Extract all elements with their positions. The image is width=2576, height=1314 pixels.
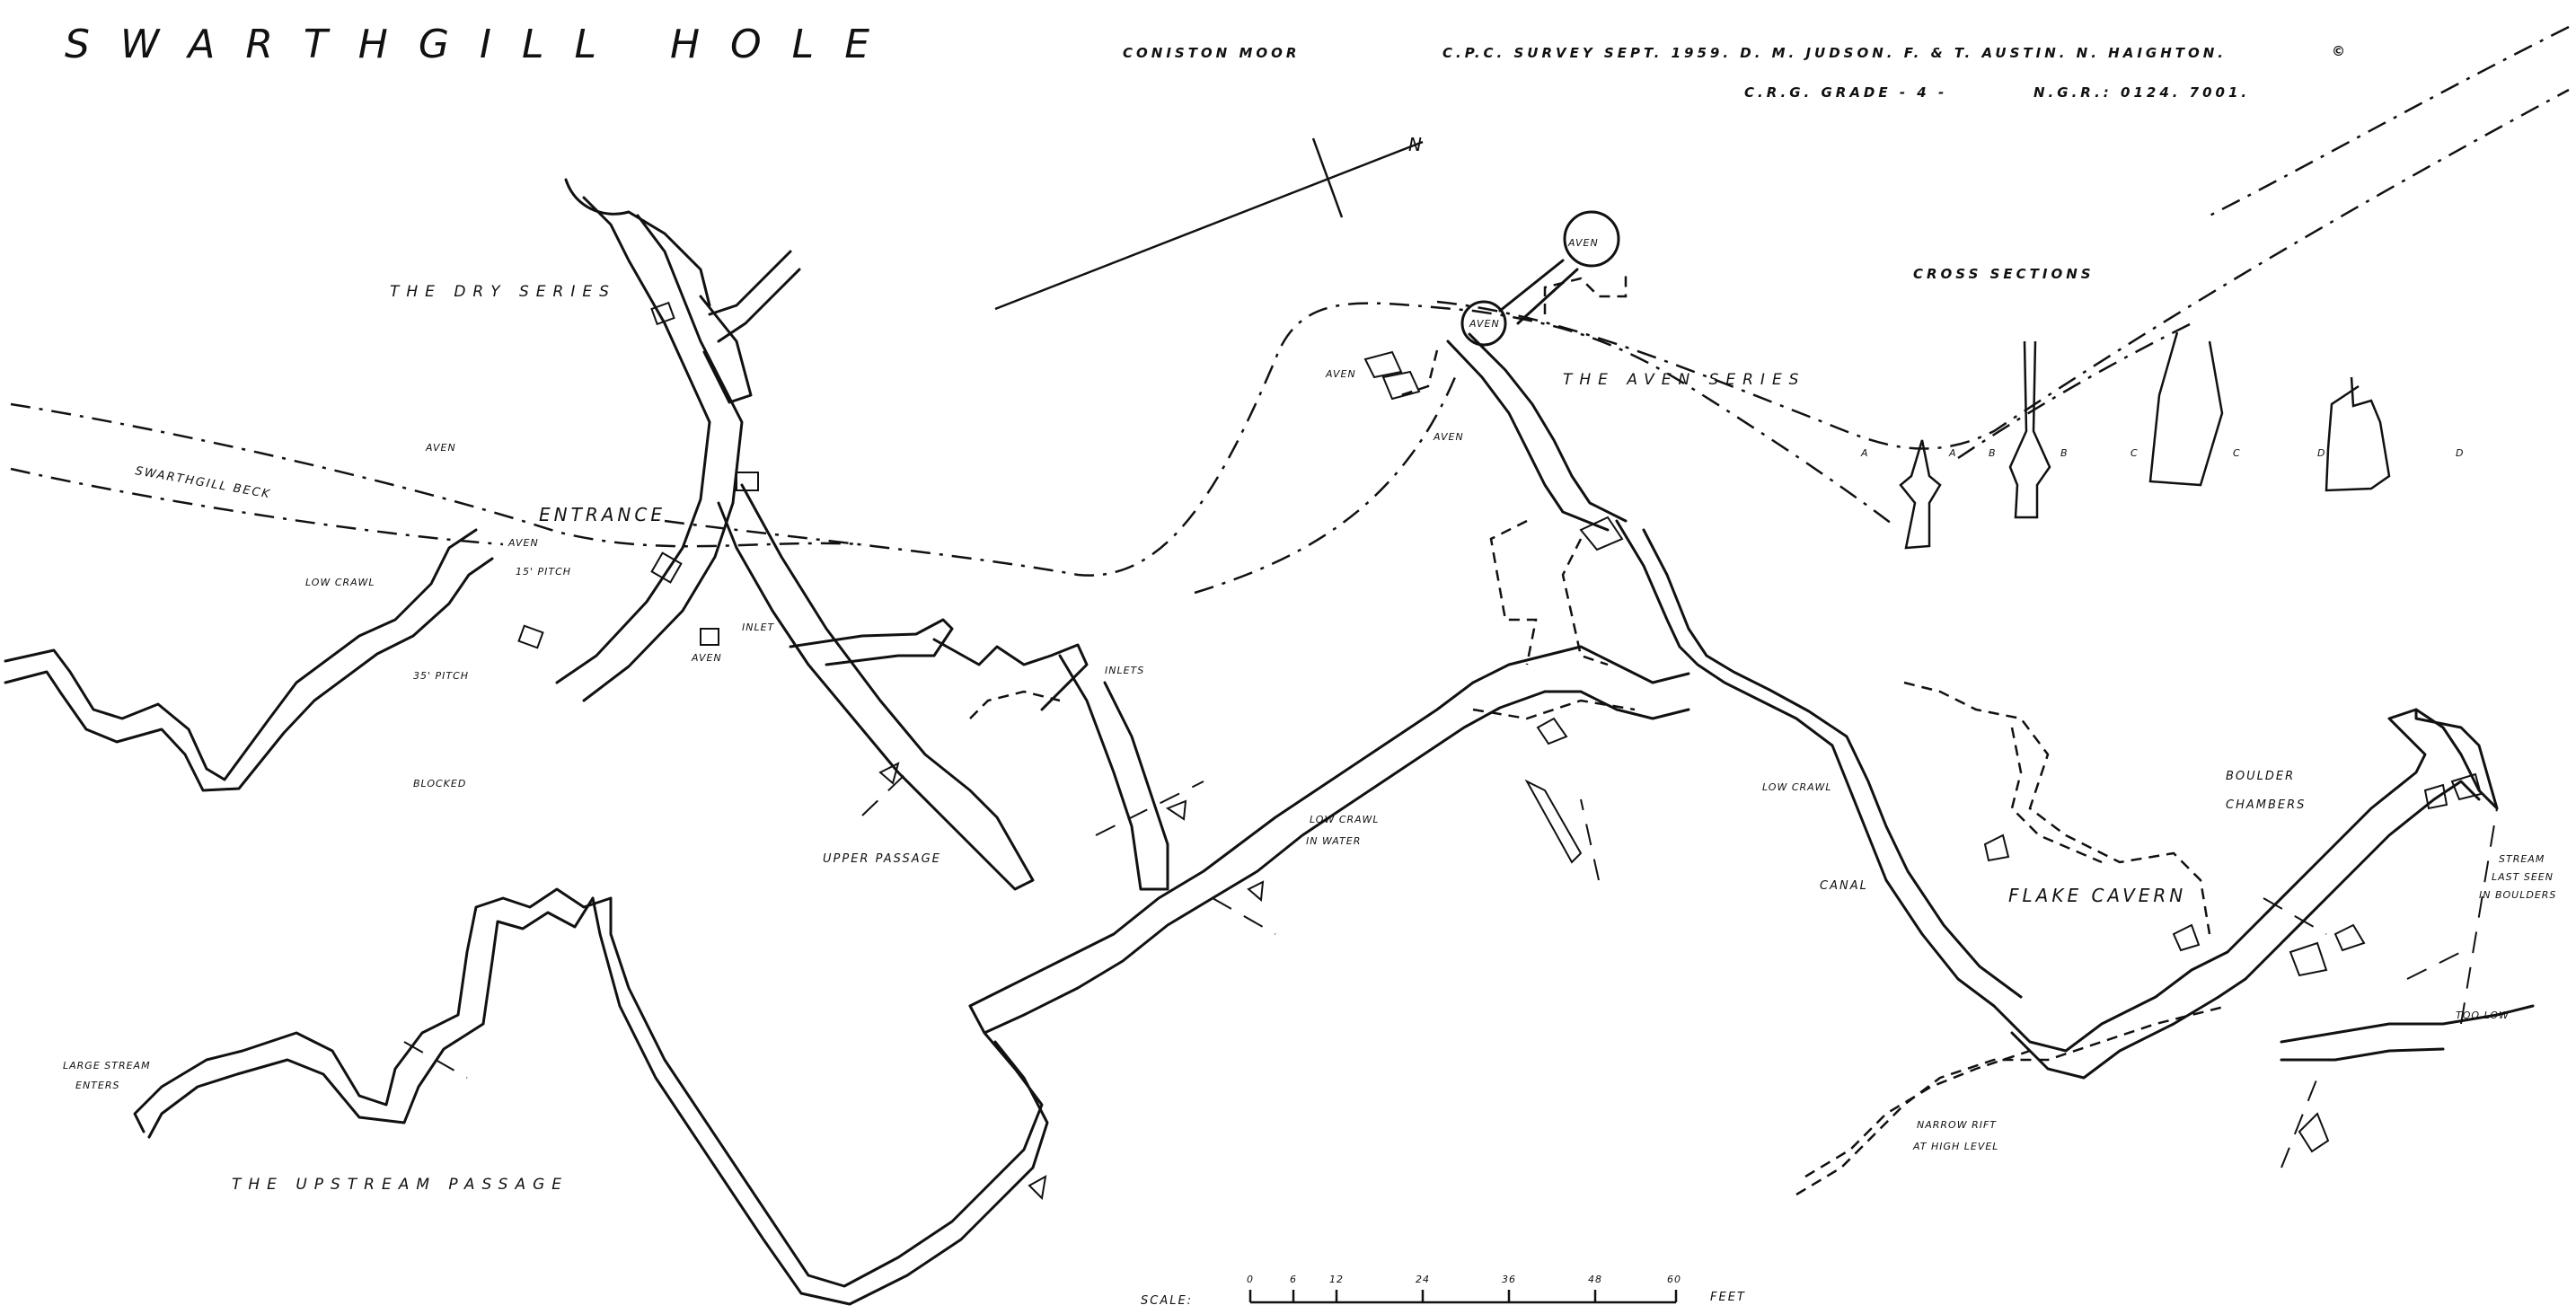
label-aven-7: AVEN <box>1433 431 1464 443</box>
scale-unit: FEET <box>1710 1291 1746 1304</box>
grade-label: C.R.G. GRADE - 4 - <box>1744 84 1947 101</box>
label-35-pitch: 35' PITCH <box>413 670 469 682</box>
label-low-crawl-east: LOW CRAWL <box>1762 781 1831 793</box>
dashed-passages <box>969 269 2228 1196</box>
label-upper-passage: UPPER PASSAGE <box>823 852 941 866</box>
label-entrance: ENTRANCE <box>539 504 666 525</box>
label-blocked: BLOCKED <box>413 778 466 789</box>
scale-bar <box>1248 1290 1678 1304</box>
label-aven-5: AVEN <box>1469 318 1500 330</box>
label-inlets: INLETS <box>1105 665 1144 676</box>
scale-tick-48: 48 <box>1588 1274 1602 1285</box>
label-aven-series: THE AVEN SERIES <box>1563 371 1805 389</box>
scale-label: SCALE: <box>1141 1294 1193 1308</box>
label-15-pitch: 15' PITCH <box>516 566 571 578</box>
scale-tick-36: 36 <box>1502 1274 1516 1285</box>
label-aven-6: AVEN <box>1325 368 1356 380</box>
cross-section-drawings <box>1899 331 2391 550</box>
surface-stream-lines <box>10 25 2570 595</box>
label-dry-series: THE DRY SERIES <box>390 283 616 301</box>
section-letter-d-2: D <box>2456 447 2464 459</box>
label-low-crawl-water-2: IN WATER <box>1306 835 1361 847</box>
north-label: N <box>1408 134 1425 155</box>
survey-credits: C.P.C. SURVEY SEPT. 1959. D. M. JUDSON. … <box>1442 45 2227 61</box>
label-stream-3: IN BOULDERS <box>2479 889 2556 901</box>
area-name: CONISTON MOOR <box>1123 45 1300 61</box>
label-upstream-passage: THE UPSTREAM PASSAGE <box>232 1176 569 1194</box>
label-aven-1: AVEN <box>425 442 456 454</box>
label-flake-cavern: FLAKE CAVERN <box>2008 885 2186 906</box>
copyright-mark: © <box>2332 43 2349 59</box>
section-letter-b-2: B <box>2060 447 2069 459</box>
label-large-stream-1: LARGE STREAM <box>63 1060 151 1071</box>
label-narrow-rift-1: NARROW RIFT <box>1917 1119 1997 1131</box>
label-large-stream-2: ENTERS <box>75 1080 119 1091</box>
label-stream-1: STREAM <box>2499 853 2545 865</box>
label-aven-3: AVEN <box>691 652 722 664</box>
label-stream-2: LAST SEEN <box>2492 871 2554 883</box>
boulder-symbols <box>517 301 2483 1201</box>
scale-tick-12: 12 <box>1329 1274 1344 1285</box>
label-aven-2: AVEN <box>507 537 539 549</box>
label-too-low: TOO LOW <box>2456 1010 2510 1021</box>
scale-tick-60: 60 <box>1667 1274 1681 1285</box>
section-letter-b-1: B <box>1989 447 1997 459</box>
label-boulder-1: BOULDER <box>2226 770 2295 783</box>
label-narrow-rift-2: AT HIGH LEVEL <box>1912 1141 1998 1152</box>
scale-tick-24: 24 <box>1416 1274 1430 1285</box>
section-lines <box>403 772 2498 1168</box>
section-letter-c-2: C <box>2233 447 2241 459</box>
section-letter-d-1: D <box>2317 447 2325 459</box>
label-inlet: INLET <box>742 622 775 633</box>
cave-passages <box>4 178 2535 1306</box>
label-low-crawl-west: LOW CRAWL <box>305 577 375 588</box>
grid-reference: N.G.R.: 0124. 7001. <box>2033 84 2250 101</box>
label-cross-sections: CROSS SECTIONS <box>1913 266 2095 282</box>
section-letter-c-1: C <box>2130 447 2139 459</box>
map-title: SWARTHGILL HOLE <box>65 22 900 67</box>
section-letter-a-2: A <box>1948 447 1957 459</box>
label-boulder-2: CHAMBERS <box>2226 798 2306 812</box>
label-aven-4: AVEN <box>1567 237 1599 249</box>
scale-tick-0: 0 <box>1247 1274 1254 1285</box>
label-canal: CANAL <box>1820 879 1868 893</box>
north-arrow <box>994 137 1424 311</box>
section-letter-a-1: A <box>1860 447 1869 459</box>
label-low-crawl-water-1: LOW CRAWL <box>1310 814 1379 825</box>
label-swarthgill-beck: SWARTHGILL BECK <box>134 464 272 501</box>
scale-tick-6: 6 <box>1290 1274 1297 1285</box>
